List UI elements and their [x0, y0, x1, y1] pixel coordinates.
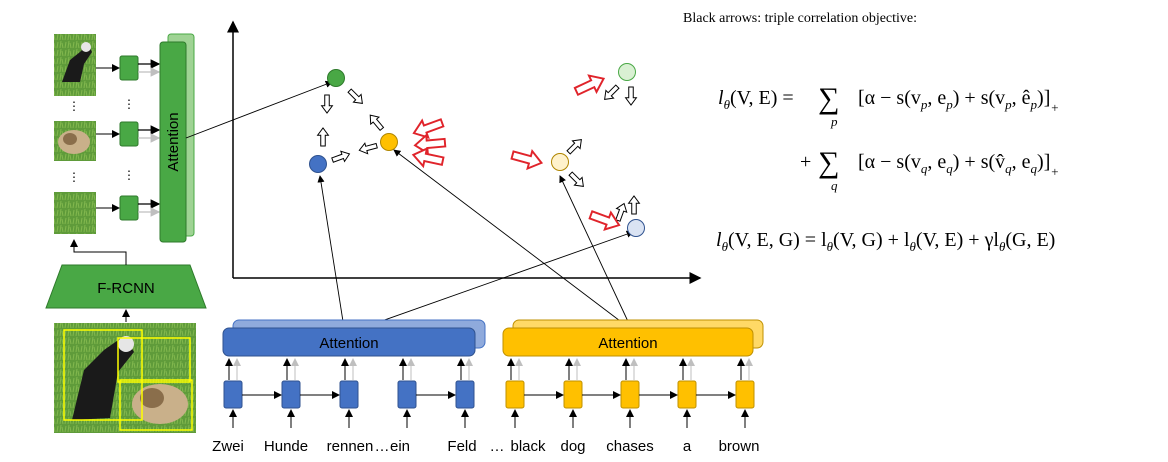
- english-attention-label: Attention: [598, 335, 657, 352]
- eq1-sum-1-index: p: [830, 114, 838, 129]
- eq1-line2-plus: +: [800, 151, 811, 173]
- german-token-label: Feld: [447, 438, 476, 455]
- english-token-cell: [563, 380, 583, 409]
- german-attention-bar: [222, 327, 476, 357]
- region-crop-3: [54, 192, 96, 234]
- region-crop-1: [54, 34, 96, 96]
- german-token-cell: [339, 380, 359, 409]
- english-attention-bar: [502, 327, 754, 357]
- english-token-cell: [620, 380, 640, 409]
- english-token-label: dog: [560, 438, 585, 455]
- german-token-cell: [455, 380, 475, 409]
- projection-lines: [185, 80, 634, 335]
- input-image: [54, 323, 196, 433]
- image-embedding-node-faded: [618, 63, 636, 81]
- eq1-sum-2: ∑: [818, 146, 839, 179]
- english-token-cells: … black dog chases a brown: [490, 358, 760, 455]
- feature-to-attention-arrows: [138, 59, 161, 217]
- frcnn-to-crops-arrow: [70, 239, 127, 265]
- german-token-cell: [223, 380, 243, 409]
- english-token-cell: [505, 380, 525, 409]
- german-token-cells: Zwei Hunde rennen…ein Feld: [212, 358, 477, 455]
- image-attention-bar: [159, 41, 187, 243]
- ellipsis-1: ⋮: [68, 99, 80, 113]
- embedding-space: [185, 20, 702, 335]
- diagram-caption: Black arrows: triple correlation objecti…: [683, 11, 917, 26]
- english-token-label: chases: [606, 438, 654, 455]
- image-encoder: ⋮ ⋮ ⋮ ⋮ Attention F-RCNN: [45, 33, 207, 433]
- region-feature-boxes: [119, 55, 139, 221]
- english-text-encoder: Attention … black dog chases a brown: [490, 319, 764, 455]
- image-attention-label: Attention: [165, 112, 182, 171]
- german-text-encoder: Attention Zwei Hunde rennen…ein Feld: [212, 319, 486, 455]
- german-token-label: …: [375, 438, 390, 455]
- eq1-line1: lθ(V, E) =: [718, 87, 794, 112]
- english-embedding-node-faded: [551, 153, 569, 171]
- german-embedding-node-faded: [627, 219, 645, 237]
- triple-correlation-arrows: [317, 82, 640, 223]
- english-embedding-node: [380, 133, 398, 151]
- german-token-label: Zwei: [212, 438, 244, 455]
- german-embedding-node: [309, 155, 327, 173]
- german-token-label: rennen: [327, 438, 374, 455]
- region-crop-2: [54, 121, 96, 161]
- ellipsis-3: ⋮: [123, 97, 135, 111]
- contrastive-arrows: [409, 69, 624, 235]
- german-token-label: Hunde: [264, 438, 308, 455]
- english-token-cell: [677, 380, 697, 409]
- english-token-label: brown: [719, 438, 760, 455]
- image-embedding-node: [327, 69, 345, 87]
- english-token-label: a: [683, 438, 692, 455]
- english-token-label: …: [490, 438, 505, 455]
- crop-to-feature-arrows: [96, 64, 120, 212]
- german-attention-label: Attention: [319, 335, 378, 352]
- ellipsis-2: ⋮: [68, 170, 80, 184]
- german-token-cell: [281, 380, 301, 409]
- english-token-label: black: [510, 438, 546, 455]
- ellipsis-4: ⋮: [123, 168, 135, 182]
- german-token-label: ein: [390, 438, 410, 455]
- eq2-line: lθ(V, E, G) = lθ(V, G) + lθ(V, E) + γlθ(…: [716, 229, 1055, 254]
- german-token-cell: [397, 380, 417, 409]
- frcnn-label: F-RCNN: [97, 280, 155, 297]
- equation-1: lθ(V, E) = ∑ p [α − s(vp, ep) + s(vp, êp…: [718, 82, 1059, 193]
- eq1-sum-2-index: q: [831, 178, 838, 193]
- equation-2: lθ(V, E, G) = lθ(V, G) + lθ(V, E) + γlθ(…: [716, 229, 1055, 254]
- frcnn-block: [45, 264, 207, 309]
- eq1-line2-body: [α − s(vq, eq) + s(v̂q, eq)]+: [858, 151, 1059, 179]
- eq1-sum-1: ∑: [818, 82, 839, 115]
- english-token-cell: [735, 380, 755, 409]
- eq1-line1-body: [α − s(vp, ep) + s(vp, êp)]+: [858, 87, 1059, 115]
